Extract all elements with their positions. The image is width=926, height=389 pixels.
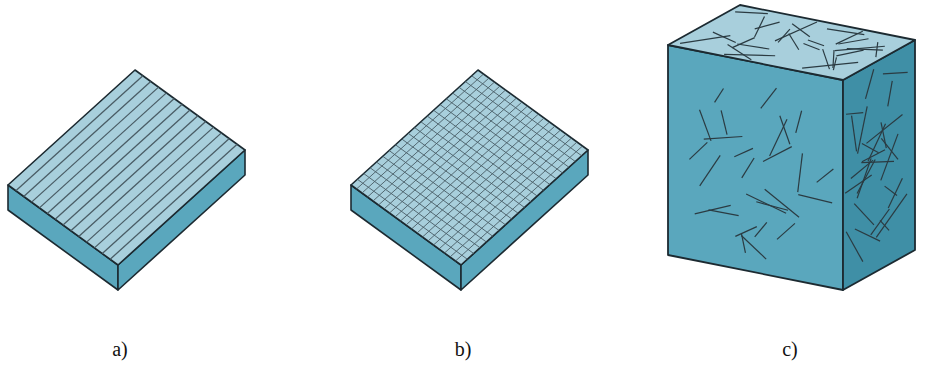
- figure-label: c): [782, 338, 798, 361]
- unidirectional-fiber-slab: [8, 70, 245, 290]
- woven-fiber-slab: [351, 70, 588, 290]
- random-fiber-cube: [668, 5, 915, 290]
- figure-label: b): [455, 338, 472, 361]
- figure-label: a): [112, 338, 128, 361]
